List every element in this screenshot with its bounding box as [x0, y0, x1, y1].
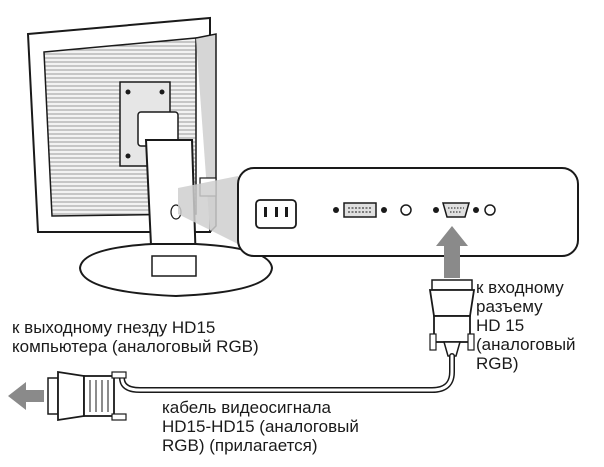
plug-face: [47, 377, 59, 415]
plug-body: [433, 315, 471, 343]
strain-relief: [443, 341, 461, 357]
stand-foot: [151, 255, 197, 277]
left-arrow-icon: [8, 382, 44, 410]
panel-screw: [484, 204, 496, 216]
up-arrow-icon: [436, 226, 468, 278]
computer-output-label: к выходному гнезду HD15 компьютера (анал…: [12, 318, 259, 356]
plug-body: [83, 375, 115, 417]
dvi-input-port: [343, 202, 377, 218]
zoom-callout-wedge: [178, 176, 238, 244]
thumbscrew: [111, 371, 127, 379]
plug-shell: [428, 289, 476, 317]
thumbscrew: [111, 413, 127, 421]
vesa-screw: [159, 89, 165, 95]
computer-side-plug: [47, 370, 127, 422]
ac-pin: [275, 207, 278, 217]
vesa-screw: [125, 153, 131, 159]
thumbscrew: [429, 333, 437, 351]
panel-screw: [400, 204, 412, 216]
dvi-pins: [348, 207, 372, 213]
monitor-side-plug: [428, 279, 476, 357]
plug-face: [431, 279, 473, 291]
plug-shell: [57, 370, 85, 422]
plug-grip-lines: [89, 380, 109, 412]
hd15-screw: [433, 207, 439, 213]
video-cable-label: кабель видеосигнала HD15-HD15 (аналоговы…: [162, 398, 359, 455]
ac-pin: [264, 207, 267, 217]
dvi-screw: [381, 207, 387, 213]
monitor: [26, 16, 274, 298]
video-cable-outline: [119, 353, 455, 393]
hd15-pins: [448, 207, 464, 213]
video-cable-fill: [120, 354, 454, 392]
input-connector-label: к входному разъему HD 15 (аналоговый RGB…: [476, 278, 576, 373]
insert-arrow: [436, 226, 468, 278]
connector-panel: [237, 167, 579, 257]
vesa-screw: [125, 89, 131, 95]
thumbscrew: [467, 333, 475, 351]
ac-pin: [285, 207, 288, 217]
hd15-input-port: [442, 202, 470, 218]
hd15-screw: [473, 207, 479, 213]
dvi-screw: [333, 207, 339, 213]
